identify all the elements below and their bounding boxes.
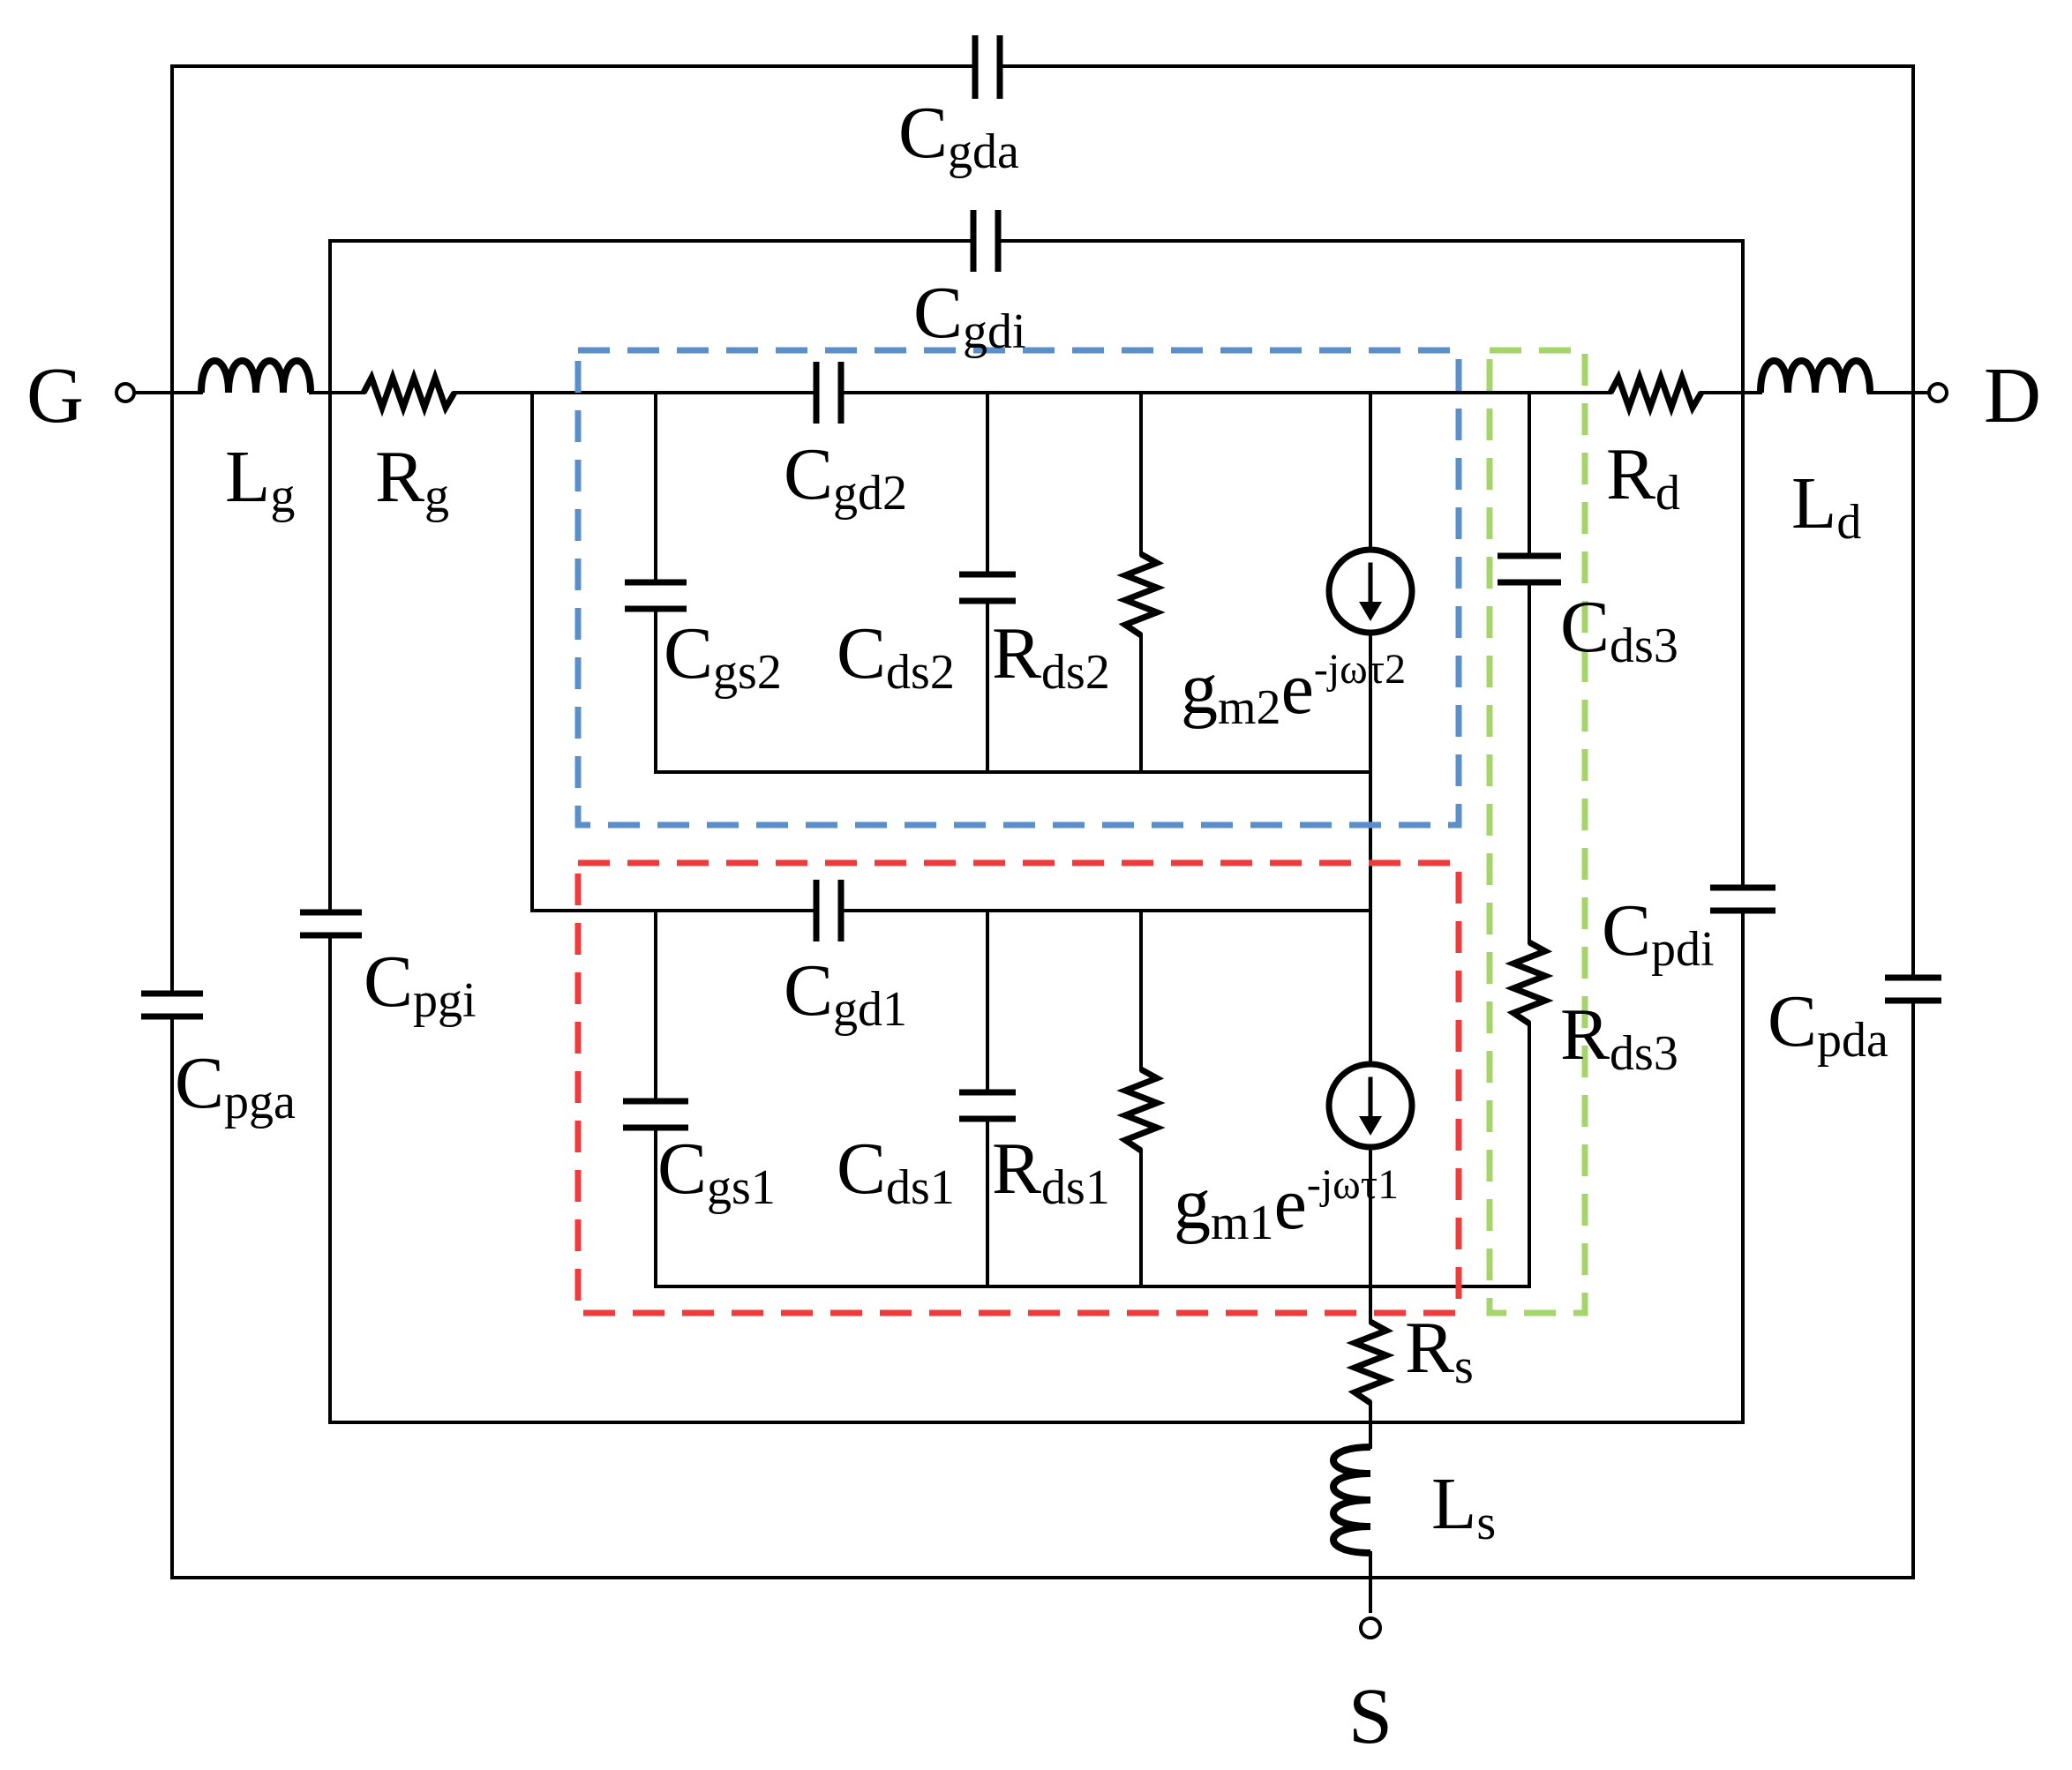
label-gm1: gm1e-jωτ1 [1174,1161,1399,1250]
label-ld: Ld [1791,462,1861,550]
label-cds2: Cds2 [837,612,955,700]
label-cpgi: Cpgi [364,941,477,1028]
capacitor-cgs2 [625,579,687,612]
capacitor-cgd1 [813,880,845,941]
capacitor-cpda [1885,974,1941,1004]
inductor-lg [198,357,314,394]
resistor-rg [360,368,458,417]
inner-loop-wire [328,239,1745,1424]
drain-label: D [1984,352,2041,439]
drain-terminal [1927,382,1948,403]
label-cds3: Cds3 [1560,586,1678,673]
outer-loop-wire [170,64,1915,1579]
label-ls: Ls [1431,1463,1496,1550]
label-rds1: Rds1 [992,1128,1110,1215]
gate-label: G [26,352,84,439]
region-box-red [574,859,1462,1316]
region-box-blue [574,347,1462,829]
lower-stage-wires [654,783,1531,1324]
capacitor-cgd2 [813,362,845,424]
capacitor-cgda [972,35,1003,99]
label-cgdi: Cgdi [913,272,1026,359]
current-source-gm1 [1325,1061,1415,1151]
resistor-rds1 [1116,1066,1166,1153]
upper-stage-wires [654,391,1372,786]
label-cpda: Cpda [1768,980,1888,1068]
label-cpga: Cpga [175,1042,296,1129]
source-terminal [1359,1616,1382,1639]
inductor-ls [1330,1444,1371,1556]
resistor-rs [1346,1318,1395,1406]
label-cgd1: Cgd1 [784,949,907,1037]
wires [129,64,1928,1613]
label-cpdi: Cpdi [1602,889,1715,977]
label-cgd2: Cgd2 [784,433,907,521]
capacitors [141,35,1941,1131]
capacitor-cpdi [1710,884,1775,914]
label-cgs2: Cgs2 [664,612,782,700]
resistor-rd [1607,368,1705,417]
label-gm2: gm2e-jωτ2 [1181,646,1406,735]
label-cgda: Cgda [898,92,1019,179]
gate-terminal [115,382,136,403]
label-rs: Rs [1405,1307,1474,1394]
capacitor-cgs1 [623,1098,688,1131]
resistor-rds3 [1505,939,1554,1026]
label-rd: Rd [1606,433,1680,521]
inductors [198,357,1873,1556]
label-cgs1: Cgs1 [657,1128,776,1215]
gate-bus-wire [530,391,1372,912]
capacitor-cpga [141,990,203,1020]
region-box-green [1486,347,1588,1316]
capacitor-cds1 [959,1089,1016,1122]
label-lg: Lg [225,436,295,523]
label-rds2: Rds2 [992,612,1110,700]
current-source-gm2 [1325,546,1415,636]
capacitor-cpgi [300,909,362,939]
label-rds3: Rds3 [1560,994,1678,1081]
label-cds1: Cds1 [837,1128,955,1215]
resistor-rds2 [1116,551,1166,638]
capacitor-cgdi [970,210,1002,272]
capacitor-cds3 [1498,552,1561,586]
source-label: S [1348,1673,1393,1760]
inductor-ld [1757,357,1873,394]
resistors [360,368,1705,1406]
label-rg: Rg [375,436,449,523]
capacitor-cds2 [959,571,1016,604]
